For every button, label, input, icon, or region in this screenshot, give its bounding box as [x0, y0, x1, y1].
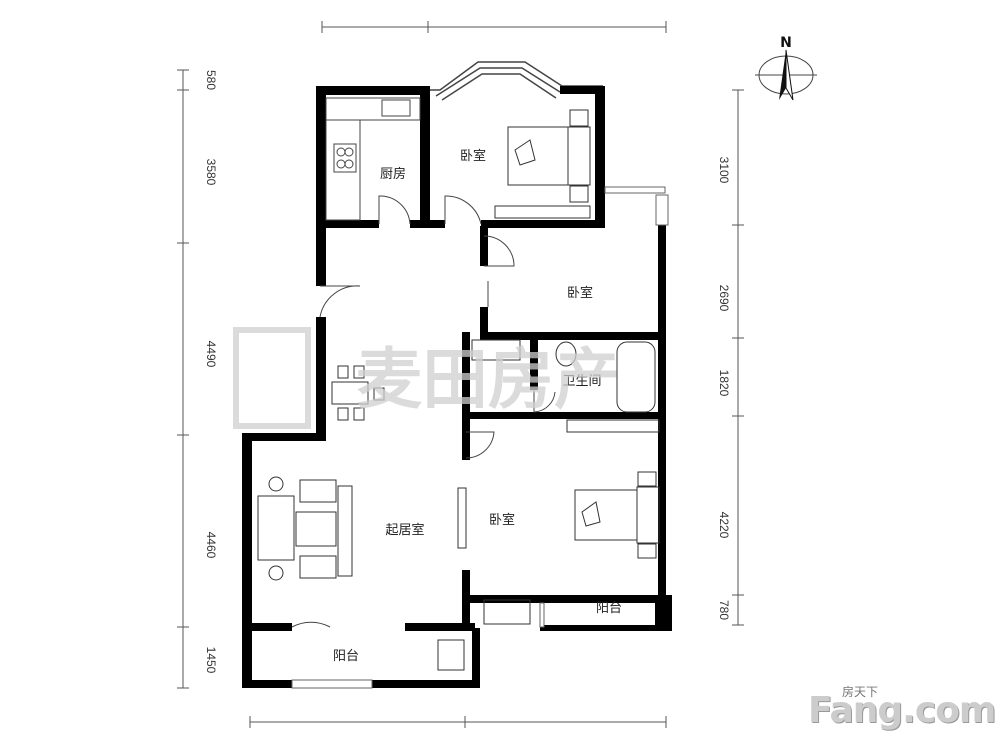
- wardrobe-south-icon: [566, 419, 660, 433]
- room-label-bathroom: 卫生间: [562, 374, 601, 389]
- compass-arrow-icon: [779, 50, 786, 100]
- compass: N: [755, 35, 817, 101]
- kitchen-counter: [325, 97, 421, 221]
- dim-left-4490: 4490: [204, 341, 218, 368]
- dim-left-580: 580: [204, 70, 218, 90]
- bottom-dimension-line: [249, 716, 667, 728]
- toilet-icon: [555, 341, 577, 367]
- bathroom-fixtures: [471, 339, 656, 413]
- bathtub-icon: [616, 341, 656, 413]
- watermark-company: 麦田房产: [356, 341, 620, 418]
- brand-cn-label: 房天下: [842, 685, 879, 699]
- dim-left-4460: 4460: [204, 532, 218, 559]
- dim-right-2690: 2690: [717, 285, 731, 312]
- left-dimension-line: [177, 69, 189, 689]
- right-dimension-line: [732, 89, 744, 626]
- watermark: 麦田房产: [233, 327, 620, 429]
- windows: [291, 186, 669, 689]
- dim-left-3580: 3580: [204, 159, 218, 186]
- brand-logo: Fang.com: [808, 690, 996, 731]
- bed-north: [494, 109, 591, 219]
- dim-right-3100: 3100: [717, 157, 731, 184]
- left-dimension-labels: 580 3580 4490 4460 1450: [204, 70, 218, 674]
- air-conditioner-icon: [483, 599, 531, 625]
- top-dimension-line: [321, 21, 667, 33]
- dim-right-1820: 1820: [717, 370, 731, 397]
- room-label-bedroom-middle: 卧室: [567, 285, 593, 301]
- washbasin-icon: [471, 339, 521, 361]
- room-label-balcony-bedroom: 阳台: [596, 601, 622, 616]
- sofa-set: [257, 476, 467, 581]
- tv-cabinet-icon: [457, 487, 467, 549]
- watermark-logo-icon: [233, 327, 311, 429]
- doors: [291, 195, 556, 628]
- room-label-bedroom-south: 卧室: [489, 512, 515, 528]
- dim-right-4220: 4220: [717, 512, 731, 539]
- stove-icon: [333, 143, 357, 173]
- room-label-bedroom-north: 卧室: [460, 148, 486, 164]
- dim-left-1450: 1450: [204, 647, 218, 674]
- bed-south: [437, 419, 660, 671]
- room-label-living: 起居室: [385, 522, 424, 538]
- room-label-kitchen: 厨房: [380, 166, 406, 182]
- dining-table: [331, 365, 385, 421]
- wardrobe-north-icon: [494, 205, 591, 219]
- coffee-table-icon: [295, 511, 337, 547]
- balcony-cabinet-icon: [437, 639, 465, 671]
- compass-north-label: N: [780, 35, 792, 51]
- room-label-balcony-living: 阳台: [333, 649, 359, 664]
- dim-right-780: 780: [717, 600, 731, 620]
- right-dimension-labels: 3100 2690 1820 4220 780: [717, 157, 731, 621]
- sink-icon: [381, 99, 411, 117]
- bay-window: [430, 61, 603, 101]
